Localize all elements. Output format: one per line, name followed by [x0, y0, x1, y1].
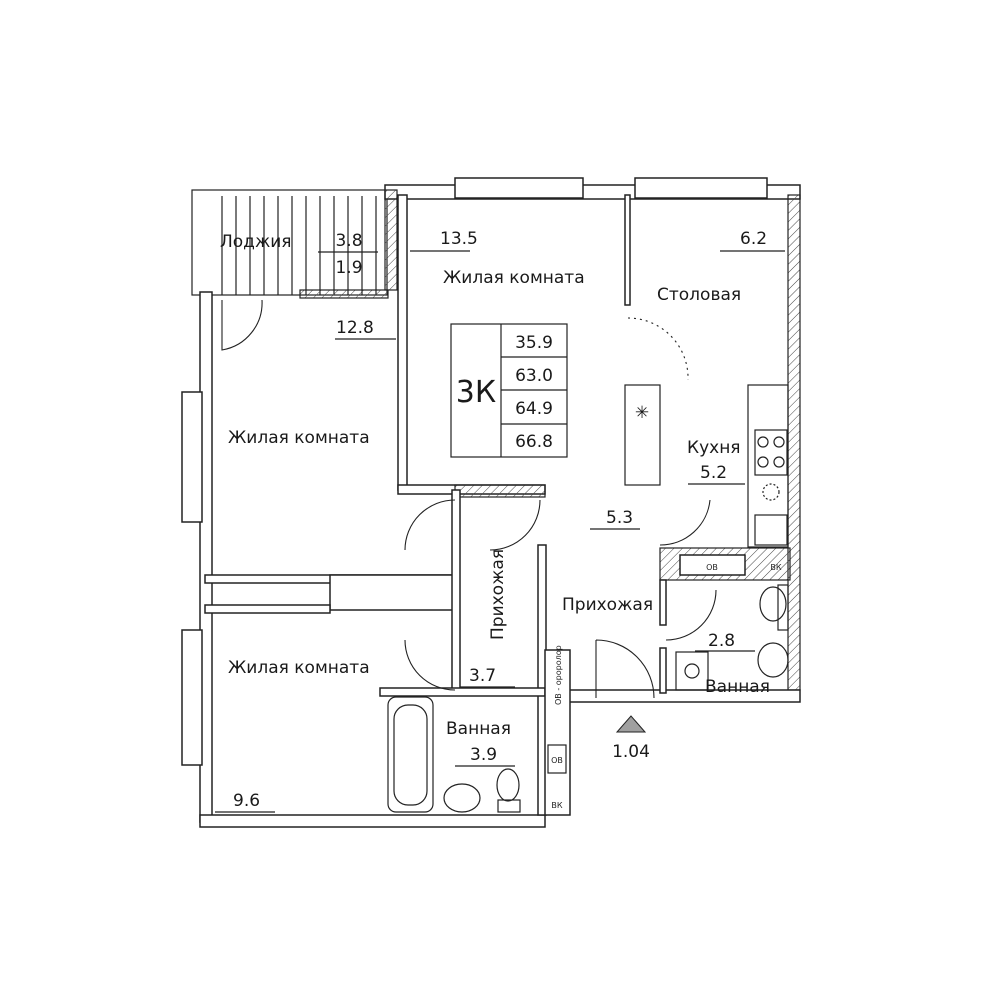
- bathroom-right-label: Ванная: [705, 677, 770, 697]
- svg-text:1.9: 1.9: [335, 258, 362, 278]
- svg-text:9.6: 9.6: [233, 791, 260, 811]
- svg-text:13.5: 13.5: [440, 229, 478, 249]
- area-summary-table: 3К 35.9 63.0 64.9 66.8: [450, 323, 568, 458]
- svg-text:35.9: 35.9: [515, 333, 553, 353]
- hallway-label: Прихожая: [562, 595, 653, 615]
- svg-text:ВК: ВК: [551, 801, 562, 810]
- outer-walls: [181, 177, 801, 828]
- bath-fixtures: ОВ ВК ОВ ВК ОВ - ороролор: [387, 563, 789, 813]
- fridge-icon: ✳: [635, 403, 649, 423]
- svg-text:3К: 3К: [456, 375, 496, 410]
- living-room-top-label: Жилая комната: [443, 268, 585, 288]
- entrance-arrow-icon: [615, 715, 647, 733]
- entrance-marker: 1.04: [612, 715, 650, 762]
- svg-text:64.9: 64.9: [515, 399, 553, 419]
- svg-text:3.9: 3.9: [470, 745, 497, 765]
- svg-text:ОВ: ОВ: [706, 563, 718, 572]
- corridor-label: Прихожая: [488, 549, 508, 640]
- loggia: [191, 189, 389, 299]
- living-room-bottom-label: Жилая комната: [228, 658, 370, 678]
- svg-text:3.7: 3.7: [469, 666, 496, 686]
- dining-label: Столовая: [657, 285, 741, 305]
- svg-text:ОВ: ОВ: [551, 756, 563, 765]
- svg-text:5.2: 5.2: [700, 463, 727, 483]
- svg-text:1.04: 1.04: [612, 742, 650, 762]
- room-labels: Лоджия 3.8 1.9 13.5 Жилая комната 6.2 Ст…: [215, 229, 785, 813]
- bathroom-left-label: Ванная: [446, 719, 511, 739]
- svg-text:ОВ - ороролор: ОВ - ороролор: [554, 645, 563, 705]
- living-room-left-label: Жилая комната: [228, 428, 370, 448]
- loggia-label: Лоджия: [220, 232, 292, 252]
- svg-text:12.8: 12.8: [336, 318, 374, 338]
- svg-text:2.8: 2.8: [708, 631, 735, 651]
- svg-text:6.2: 6.2: [740, 229, 767, 249]
- doors: [221, 299, 717, 699]
- svg-text:63.0: 63.0: [515, 366, 553, 386]
- svg-text:3.8: 3.8: [335, 231, 362, 251]
- svg-text:66.8: 66.8: [515, 432, 553, 452]
- interior-walls: [204, 194, 791, 816]
- kitchen-label: Кухня: [687, 438, 741, 458]
- kitchen-fixtures: ✳: [624, 384, 789, 548]
- svg-text:ВК: ВК: [770, 563, 781, 572]
- svg-text:5.3: 5.3: [606, 508, 633, 528]
